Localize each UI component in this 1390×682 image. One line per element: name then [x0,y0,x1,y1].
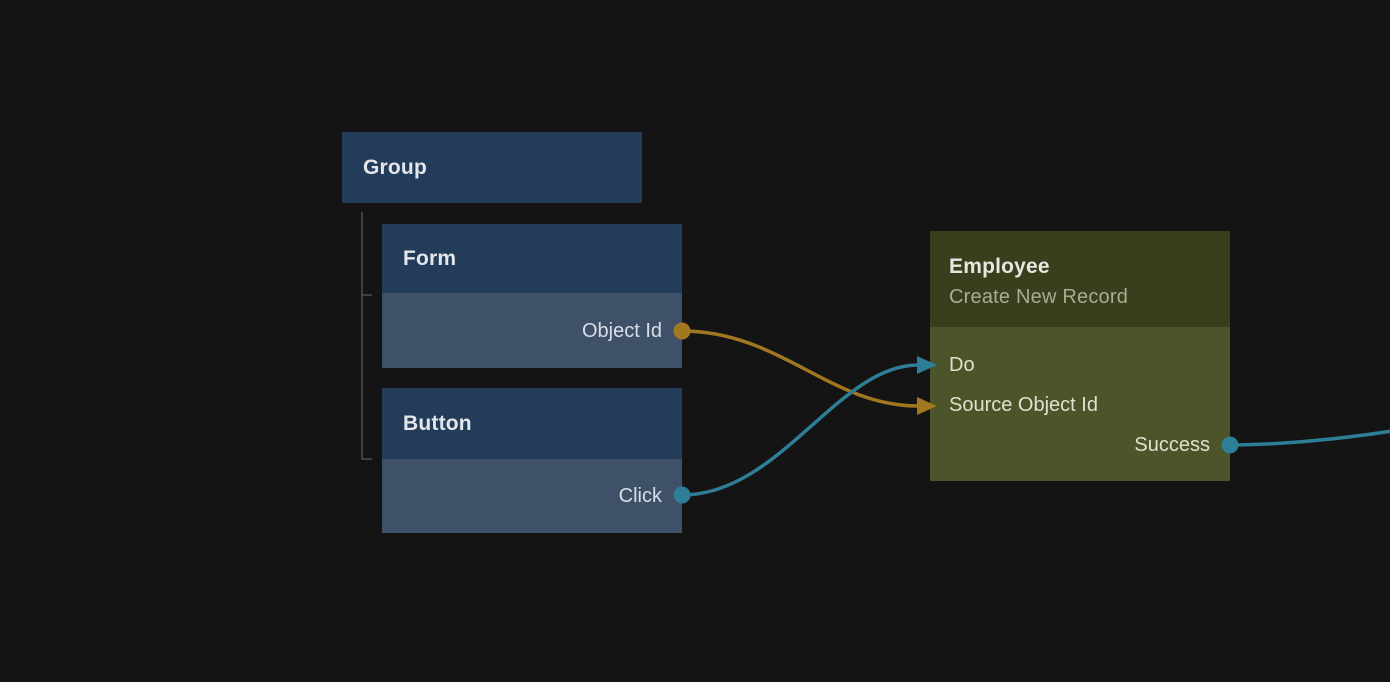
node-form[interactable]: Form Object Id [382,224,682,368]
node-button-body: Click [382,459,682,533]
node-group-title: Group [363,155,427,179]
node-button-title: Button [403,411,472,435]
node-button[interactable]: Button Click [382,388,682,533]
node-group-header[interactable]: Group [342,132,642,203]
node-employee-subtitle: Create New Record [949,286,1129,308]
port-label-do: Do [949,354,975,376]
node-employee-title: Employee [949,255,1050,278]
node-button-header[interactable]: Button [382,388,682,459]
node-form-header[interactable]: Form [382,224,682,293]
edge-success-outgoing[interactable] [1228,429,1390,447]
port-label-click: Click [618,485,662,507]
node-employee-header[interactable]: Employee Create New Record [930,231,1230,327]
group-tree-line [361,212,372,460]
node-form-body: Object Id [382,293,682,368]
node-group[interactable]: Group [342,132,642,203]
port-label-object-id: Object Id [581,319,662,342]
edge-objectid-to-sourceobjectid[interactable] [680,329,920,408]
node-form-title: Form [403,246,457,270]
port-label-source-object-id: Source Object Id [949,394,1098,416]
port-label-success: Success [1134,434,1210,456]
node-employee-body: Do Source Object Id Success [930,327,1230,481]
edge-click-to-do[interactable] [680,363,920,497]
node-employee[interactable]: Employee Create New Record Do Source Obj… [930,231,1230,481]
